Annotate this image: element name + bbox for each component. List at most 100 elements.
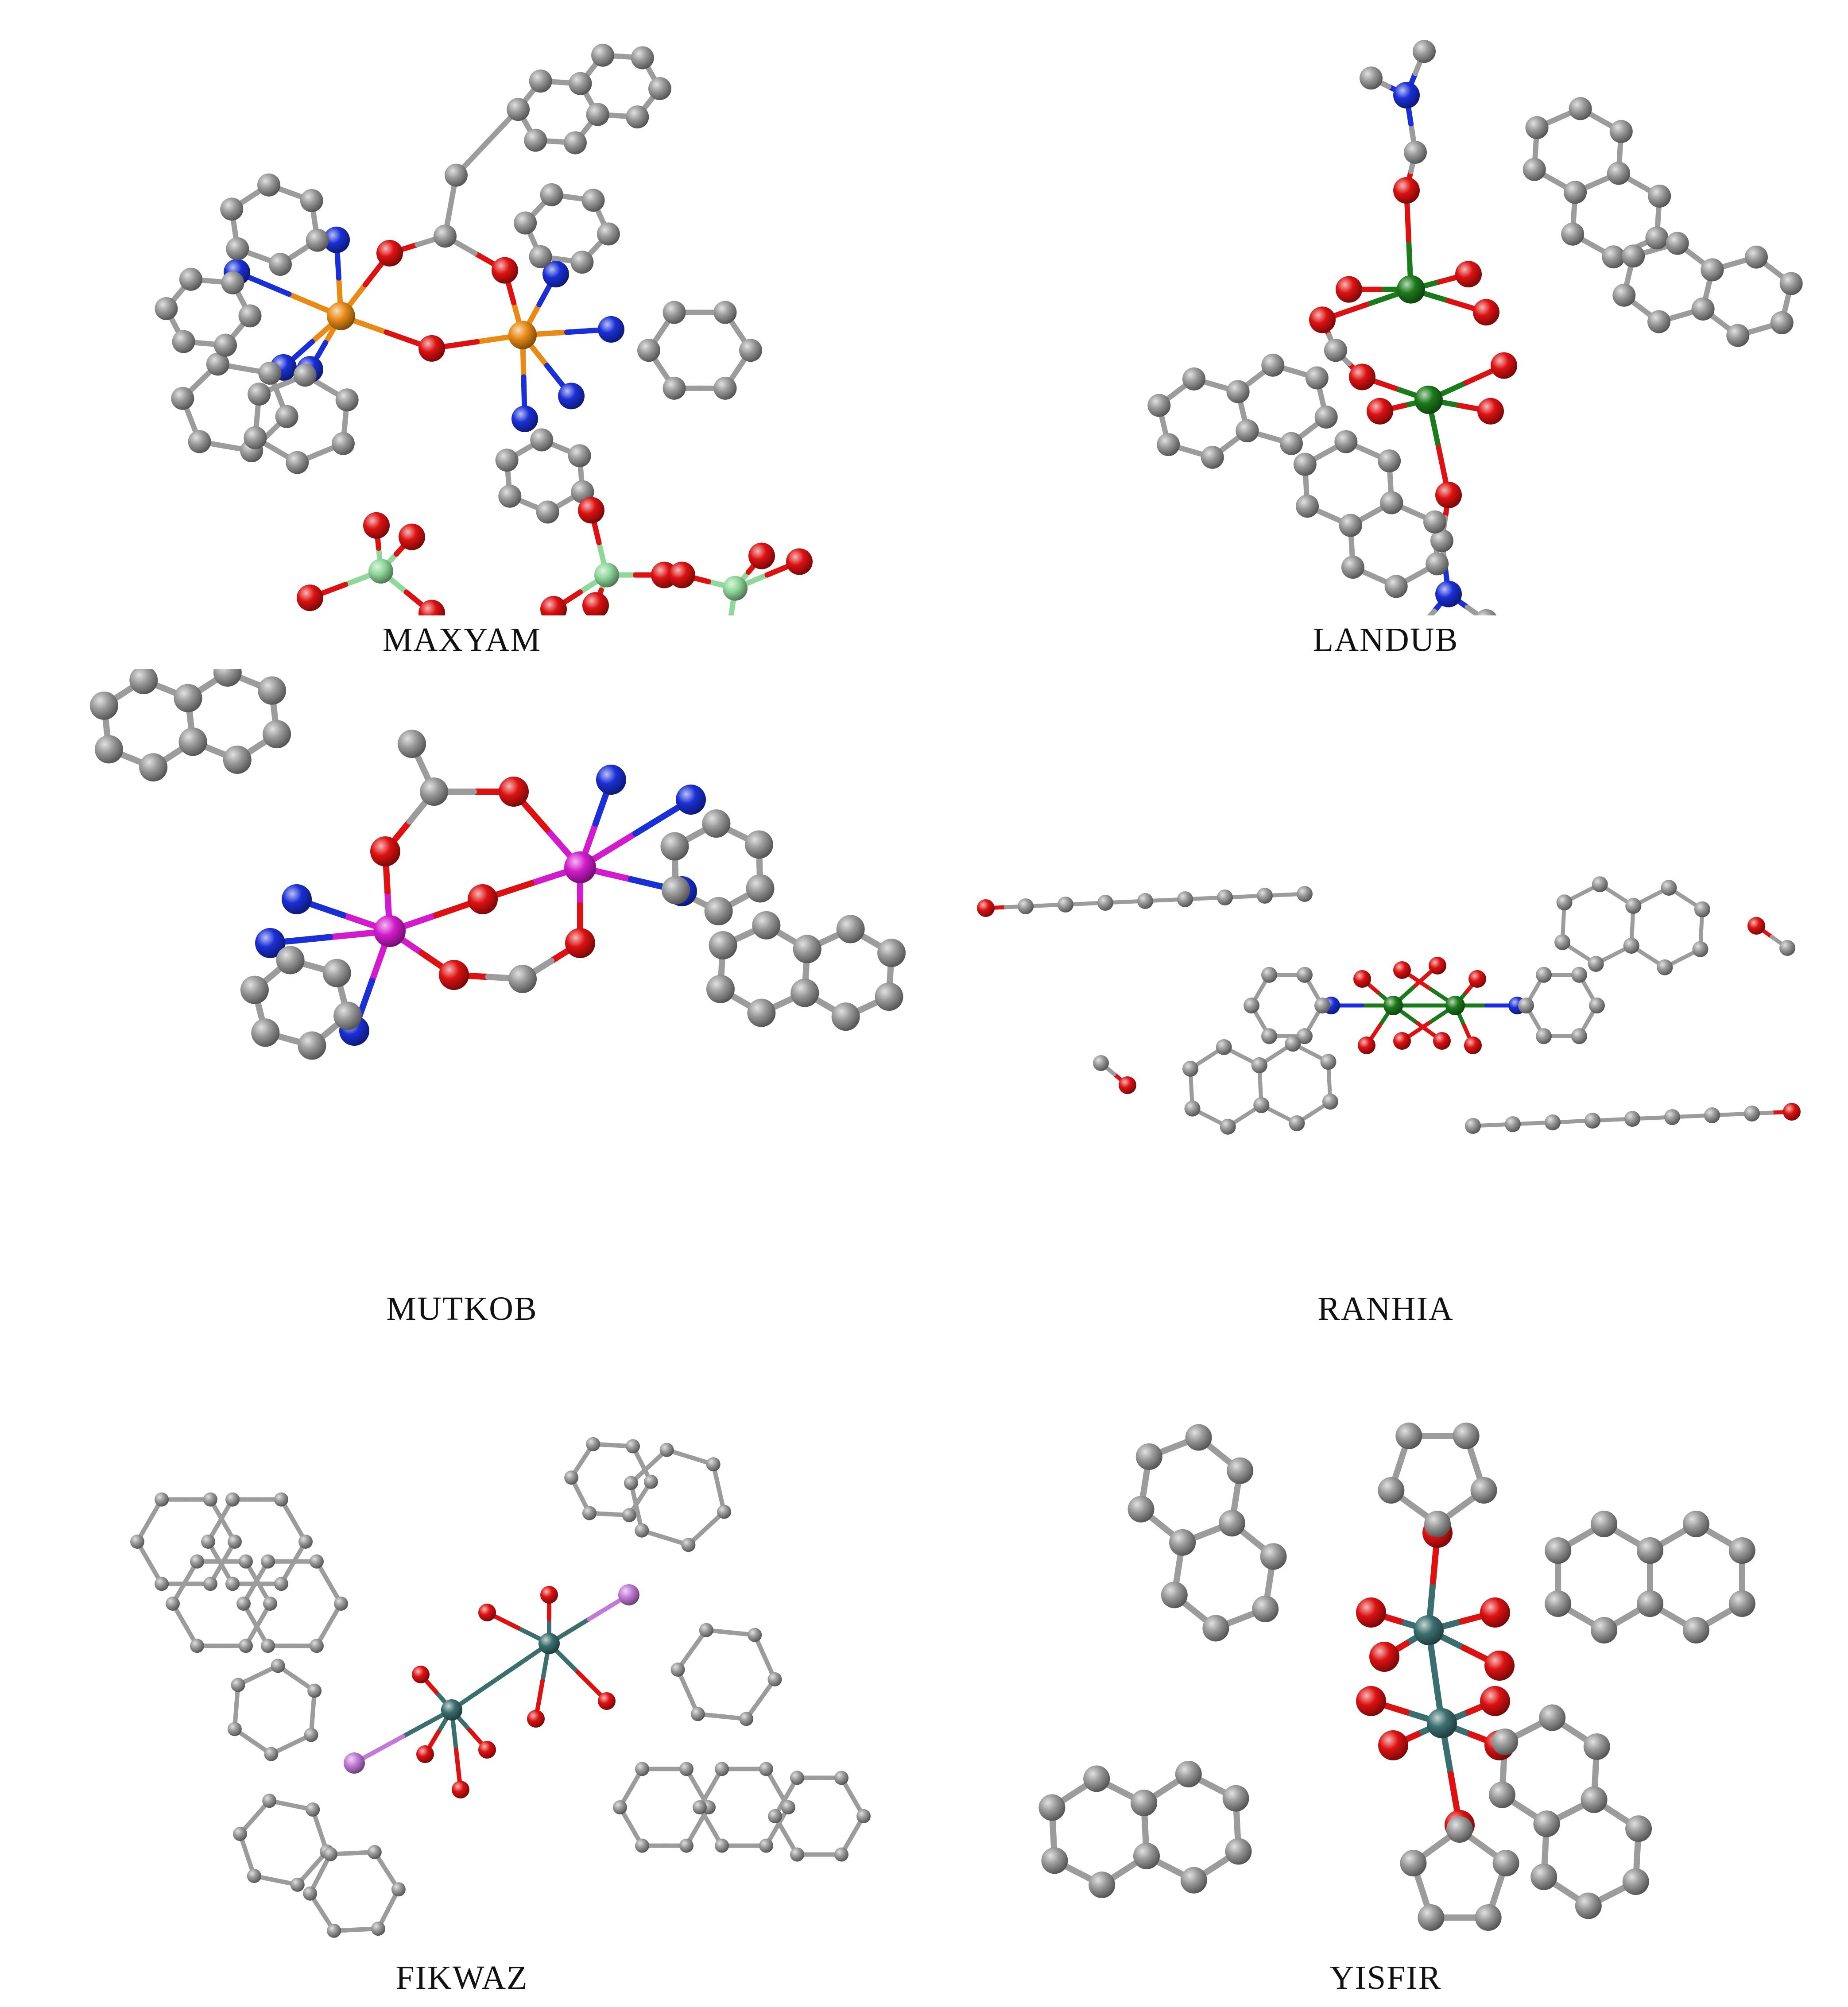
oxygen-atom (370, 836, 400, 866)
carbon-atom (715, 1838, 729, 1853)
carbon-atom (1492, 1850, 1519, 1877)
oxygen-atom (1393, 961, 1411, 979)
carbon-atom (1225, 1838, 1252, 1865)
carbon-atom (1279, 432, 1303, 455)
carbon-atom (238, 304, 262, 328)
carbon-atom (1130, 1790, 1157, 1817)
carbon-atom (129, 669, 158, 695)
carbon-atom (333, 1002, 362, 1030)
carbon-atom (130, 1535, 144, 1549)
carbon-atom (1058, 897, 1073, 913)
carbon-atom (1704, 1107, 1720, 1123)
oxygen-atom (527, 1710, 545, 1728)
carbon-atom (257, 173, 281, 197)
carbon-atom (834, 1847, 848, 1862)
carbon-atom (1523, 158, 1546, 181)
carbon-atom (1293, 452, 1317, 476)
carbon-atom (1260, 1543, 1287, 1570)
carbon-atom (790, 1847, 804, 1862)
nitrogen-atom (676, 785, 706, 815)
carbon-atom (1648, 184, 1671, 208)
metal-atom (508, 321, 537, 349)
oxygen-atom (1393, 1032, 1411, 1050)
nitrogen-atom (558, 383, 585, 410)
carbon-atom (298, 1535, 313, 1549)
panel-ranhia: RANHIA (924, 669, 1848, 1338)
carbon-atom (1418, 1904, 1445, 1931)
carbon-atom (1384, 575, 1408, 598)
carbon-atom (155, 1577, 169, 1591)
carbon-atom (1378, 449, 1401, 472)
carbon-atom (263, 720, 291, 749)
carbon-atom (203, 1577, 217, 1591)
oxygen-atom (399, 523, 425, 550)
carbon-atom (831, 1002, 860, 1031)
carbon-atom (670, 1663, 685, 1677)
carbon-atom (1571, 967, 1587, 983)
oxygen-atom (297, 584, 323, 611)
carbon-atom (1169, 1529, 1196, 1556)
carbon-atom (261, 1554, 275, 1569)
oxygen-atom (1336, 276, 1362, 303)
oxygen-atom (418, 599, 445, 615)
carbon-atom (706, 1457, 721, 1472)
carbon-atom (877, 939, 906, 967)
carbon-atom (271, 1659, 285, 1673)
oxygen-atom (452, 1781, 469, 1798)
oxygen-atom (1356, 1597, 1386, 1628)
carbon-atom (507, 98, 530, 121)
carbon-atom (1571, 1028, 1587, 1044)
carbon-atom (1430, 529, 1453, 553)
carbon-atom (1341, 556, 1364, 579)
carbon-atom (1127, 1496, 1155, 1523)
carbon-atom (258, 361, 282, 385)
carbon-atom (1305, 366, 1329, 390)
nitrogen-atom (255, 928, 285, 958)
carbon-atom (274, 1492, 288, 1507)
carbon-atom (1623, 937, 1639, 954)
carbon-atom (335, 388, 359, 412)
panel-yisfir: YISFIR (924, 1338, 1848, 2007)
carbon-atom (1726, 324, 1750, 347)
carbon-atom (1691, 297, 1715, 321)
oxygen-atom (565, 928, 595, 958)
carbon-atom (591, 43, 615, 67)
carbon-atom (790, 1771, 804, 1785)
carbon-atom (495, 449, 519, 472)
carbon-atom (1285, 1036, 1301, 1052)
carbon-atom (1694, 901, 1710, 917)
carbon-atom (1314, 998, 1330, 1013)
carbon-atom (1097, 895, 1113, 911)
carbon-atom (306, 228, 329, 252)
carbon-atom (1625, 898, 1642, 914)
carbon-atom (643, 1474, 658, 1489)
oxygen-atom (1473, 299, 1499, 326)
carbon-atom (206, 352, 229, 376)
carbon-atom (1476, 609, 1497, 615)
carbon-atom (94, 735, 123, 764)
carbon-atom (563, 131, 587, 155)
carbon-atom (1591, 1511, 1618, 1537)
carbon-atom (514, 211, 537, 235)
carbon-atom (323, 1847, 337, 1861)
carbon-atom (524, 128, 547, 152)
oxygen-atom (786, 548, 813, 575)
carbon-atom (679, 1762, 693, 1776)
oxygen-atom (1356, 1686, 1386, 1716)
panel-fikwaz: FIKWAZ (0, 1338, 924, 2007)
carbon-atom (1137, 893, 1153, 909)
carbon-atom (690, 1707, 705, 1721)
carbon-atom (166, 1597, 180, 1611)
carbon-atom (752, 911, 781, 940)
oxygen-atom (499, 777, 529, 807)
oxygen-atom (1358, 1036, 1375, 1054)
carbon-atom (1423, 510, 1447, 534)
carbon-atom (1701, 258, 1724, 282)
carbon-atom (1645, 226, 1669, 250)
carbon-atom (190, 1639, 204, 1653)
carbon-atom (856, 1809, 871, 1823)
oxygen-atom (1455, 261, 1482, 288)
carbon-atom (1530, 1864, 1557, 1891)
molecule-yisfir (1038, 1423, 1755, 1931)
carbon-atom (225, 1577, 240, 1591)
